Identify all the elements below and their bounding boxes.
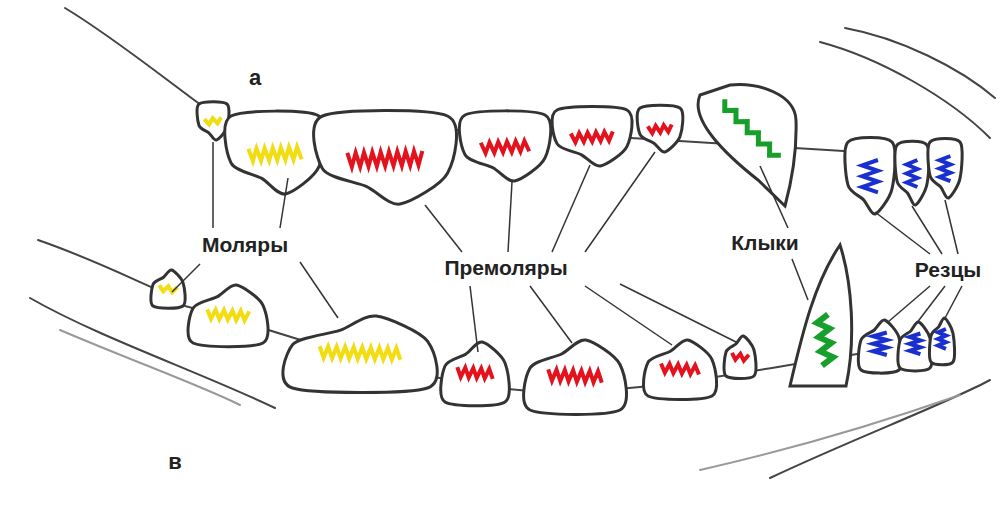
part-label: Моляры [200, 233, 290, 256]
jaw-label: в [166, 450, 184, 474]
leader-line [916, 286, 945, 324]
tooth-marking [940, 156, 951, 181]
tooth [643, 340, 716, 400]
leader-line [425, 205, 462, 252]
tooth-marking [907, 160, 918, 187]
tooth-marking [648, 124, 672, 133]
tooth-marking [248, 147, 301, 161]
tooth-marking [938, 329, 946, 349]
lower-jaw-line [30, 298, 275, 408]
part-label: Премоляры [442, 256, 569, 279]
tooth [898, 322, 932, 371]
leader-line [875, 212, 930, 254]
tooth-marking [548, 369, 602, 382]
leader-line [508, 182, 512, 252]
leader-line [552, 165, 590, 252]
tooth [283, 316, 437, 393]
leader-line [212, 142, 214, 228]
tooth [441, 342, 510, 406]
tooth-marking [732, 353, 749, 361]
leader-line [760, 166, 788, 228]
tooth [314, 110, 457, 204]
canine-tooth [698, 85, 796, 206]
tooth-marking [862, 160, 878, 192]
tooth-marking [481, 141, 529, 153]
tooth-marking [457, 367, 492, 379]
leader-line [300, 262, 338, 318]
tooth [724, 336, 756, 379]
leader-line [912, 206, 942, 254]
leader-line [888, 286, 930, 322]
upper-lip-line [845, 28, 995, 98]
leader-line [944, 286, 962, 320]
leader-line [470, 286, 478, 352]
lower-jaw-line [38, 240, 158, 290]
tooth-marking [661, 364, 699, 375]
part-label: Резцы [913, 258, 983, 281]
tooth-marking [347, 151, 422, 167]
tooth [552, 106, 632, 166]
hatch-line [700, 395, 960, 470]
tooth-marking [817, 314, 833, 365]
leader-line [585, 286, 672, 345]
tooth [151, 270, 185, 308]
tooth [858, 320, 901, 373]
tooth [845, 137, 895, 214]
tooth [929, 318, 954, 365]
leader-line [585, 152, 655, 252]
lower-lip-line [770, 380, 990, 478]
leader-line [620, 284, 736, 342]
leader-line [280, 178, 288, 228]
tooth [188, 285, 268, 347]
jaw-label: а [247, 66, 263, 90]
tooth [459, 111, 550, 181]
part-label: Клыки [729, 231, 801, 254]
upper-lip-line [820, 42, 990, 138]
tooth [225, 111, 326, 194]
tooth-marking [873, 333, 887, 356]
upper-jaw-line [65, 8, 205, 108]
leader-line [792, 259, 808, 300]
tooth-marking [207, 309, 249, 320]
leader-line [530, 286, 572, 343]
tooth [895, 141, 929, 205]
leader-line [945, 200, 958, 254]
tooth [637, 105, 683, 152]
leader-line [172, 264, 200, 292]
tooth-marking [910, 334, 921, 355]
tooth [928, 138, 962, 198]
tooth-marking [320, 346, 401, 360]
canine-tooth [790, 245, 852, 386]
tooth-marking [571, 132, 613, 143]
tooth-marking [204, 117, 221, 124]
tooth-marking [725, 99, 781, 155]
tooth [524, 340, 627, 414]
